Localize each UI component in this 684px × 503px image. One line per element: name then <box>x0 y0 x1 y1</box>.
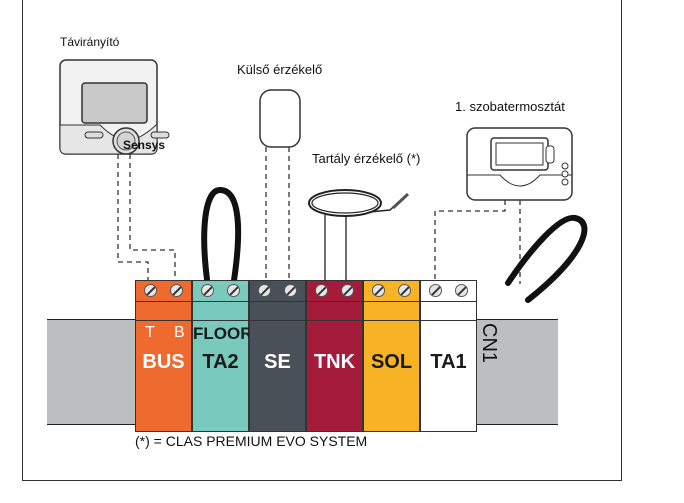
remote-screen <box>81 82 148 124</box>
screw-icon <box>144 284 157 297</box>
floor-label: FLOOR <box>193 324 253 343</box>
screw-icon <box>227 284 240 297</box>
room-thermostat-device <box>466 127 573 201</box>
connector-label: CN1 <box>478 323 500 364</box>
spare-jumper-wire <box>505 214 588 303</box>
terminal-se: SE <box>249 280 306 432</box>
screw-icon <box>170 284 183 297</box>
bus-t-label: T <box>145 324 155 341</box>
screw-icon <box>341 284 354 297</box>
remote-brand-label: Sensys <box>123 138 166 152</box>
bus-b-label: B <box>174 324 185 341</box>
screw-icon <box>201 284 214 297</box>
screw-icon <box>315 284 328 297</box>
screw-icon <box>372 284 385 297</box>
terminal-bus: T B BUS <box>135 280 192 432</box>
screw-icon <box>258 284 271 297</box>
outdoor-sensor-label: Külső érzékelő <box>237 62 323 77</box>
ta1-label: TA1 <box>430 351 467 373</box>
se-label: SE <box>264 351 291 373</box>
screw-icon <box>429 284 442 297</box>
screw-icon <box>455 284 468 297</box>
terminal-ta1: TA1 <box>420 280 477 432</box>
terminal-sol: SOL <box>363 280 420 432</box>
tnk-label: TNK <box>313 351 356 373</box>
terminal-ta2: FLOOR TA2 <box>192 280 253 432</box>
remote-control-device <box>59 59 170 155</box>
sol-label: SOL <box>370 351 413 373</box>
footnote: (*) = CLAS PREMIUM EVO SYSTEM <box>135 433 368 449</box>
room-thermostat-label: 1. szobatermosztát <box>455 99 565 114</box>
ta2-label: TA2 <box>202 351 239 373</box>
floor-jumper-wire <box>201 186 242 290</box>
outdoor-sensor-device <box>259 89 301 148</box>
screw-icon <box>284 284 297 297</box>
remote-label: Távirányító <box>60 35 120 49</box>
screw-icon <box>398 284 411 297</box>
bus-label: BUS <box>142 351 185 373</box>
diagram-frame <box>22 0 622 481</box>
dashed-wires <box>117 147 521 284</box>
tank-sensor-device <box>308 189 410 284</box>
tank-sensor-label: Tartály érzékelő (*) <box>312 151 421 166</box>
terminal-tnk: TNK <box>306 280 363 432</box>
